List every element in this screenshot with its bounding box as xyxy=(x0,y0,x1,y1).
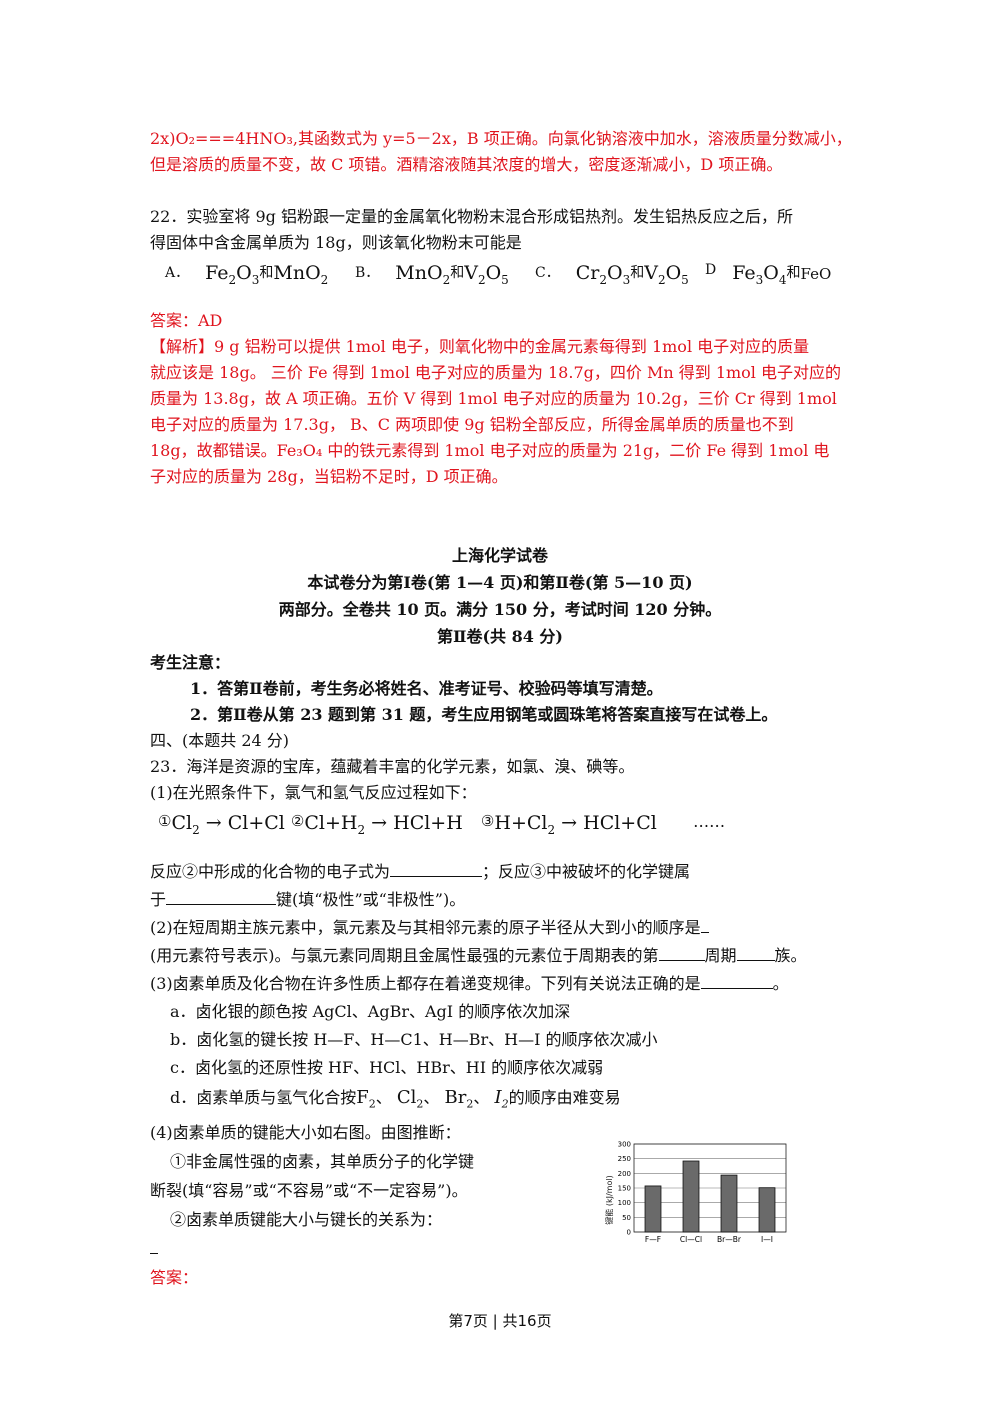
option-a: A．Fe2O3和MnO2 xyxy=(165,262,329,287)
option-c: c．卤化氢的还原性按 HF、HCl、HBr、HI 的顺序依次减弱 xyxy=(170,1058,604,1077)
answer-blank[interactable] xyxy=(150,1239,158,1254)
text-line: 周期 xyxy=(704,946,737,965)
chart-xtick-label: F—F xyxy=(645,1235,661,1244)
answer-blank[interactable] xyxy=(658,942,705,961)
text-line: 质量为 13.8g，故 A 项正确。五价 V 得到 1mol 电子对应的质量为 … xyxy=(150,389,837,408)
question-23-part1: (1)在光照条件下，氯气和氢气反应过程如下： xyxy=(150,783,477,802)
text-line: (3)卤素单质及化合物在许多性质上都存在着递变规律。下列有关说法正确的是 xyxy=(150,974,701,993)
option-c: C．Cr2O3和V2O5 xyxy=(535,262,689,287)
text-line: 电子对应的质量为 17.3g， B、C 两项即使 9g 铝粉全部反应，所得金属单… xyxy=(150,415,794,434)
text-line: 反应②中形成的化合物的电子式为 xyxy=(150,862,391,881)
text-line: 但是溶质的质量不变，故 C 项错。酒精溶液随其浓度的增大，密度逐渐减小，D 项正… xyxy=(150,155,783,174)
text-line: ；反应③中被破坏的化学键属 xyxy=(482,862,691,881)
answer-blank[interactable] xyxy=(700,970,773,989)
chart-xtick-label: I—I xyxy=(761,1235,773,1244)
option-label: C． xyxy=(535,265,560,281)
question-23-body: 反应②中形成的化合物的电子式为 ；反应③中被破坏的化学键属 于 键(填“极性”或“非… xyxy=(150,858,860,1119)
chart-ytick-label: 50 xyxy=(622,1214,631,1222)
answer-label: 答案： xyxy=(150,1268,199,1287)
option-b: b．卤化氢的键长按 H—F、H—C1、H—Br、H—I 的顺序依次减小 xyxy=(170,1030,658,1049)
chart-ytick-label: 200 xyxy=(618,1170,631,1178)
chart-ytick-label: 250 xyxy=(618,1155,631,1163)
answer-blank[interactable] xyxy=(700,914,709,933)
chart-ytick-label: 300 xyxy=(618,1141,631,1149)
section-heading: 四、(本题共 24 分) xyxy=(150,731,290,750)
option-a: a．卤化银的颜色按 AgCl、AgBr、AgI 的顺序依次加深 xyxy=(170,1002,571,1021)
chart-ytick-label: 100 xyxy=(618,1199,631,1207)
exam-notice: 考生注意： 1．答第Ⅱ卷前，考生务必将姓名、准考证号、校验码等填写清楚。 2．第… xyxy=(150,650,860,806)
chart-bar xyxy=(682,1160,700,1233)
exam-title-block: 上海化学试卷 本试卷分为第Ⅰ卷(第 1—4 页)和第Ⅱ卷(第 5—10 页) 两… xyxy=(150,542,850,650)
text-line: (4)卤素单质的键能大小如右图。由图推断： xyxy=(150,1123,461,1142)
chart-ytick-label: 150 xyxy=(618,1185,631,1193)
option-b: B．MnO2和V2O5 xyxy=(355,262,509,287)
option-label: D xyxy=(705,262,717,278)
answer-blank[interactable] xyxy=(166,886,277,905)
text-line: ①非金属性强的卤素，其单质分子的化学键 xyxy=(170,1152,475,1171)
chart-xtick-label: Cl—Cl xyxy=(680,1235,702,1244)
chart-plot-area xyxy=(633,1143,787,1233)
exam-part-title: 第Ⅱ卷(共 84 分) xyxy=(436,627,564,646)
question-23-part4: (4)卤素单质的键能大小如右图。由图推断： ①非金属性强的卤素，其单质分子的化学… xyxy=(150,1118,590,1292)
option-label: A． xyxy=(165,265,190,281)
exam-subtitle: 本试卷分为第Ⅰ卷(第 1—4 页)和第Ⅱ卷(第 5—10 页) xyxy=(307,573,693,592)
text-line: 18g，故都错误。Fe₃O₄ 中的铁元素得到 1mol 电子对应的质量为 21g… xyxy=(150,441,830,460)
text-line: 22．实验室将 9g 铝粉跟一定量的金属氧化物粉末混合形成铝热剂。发生铝热反应之… xyxy=(150,207,793,226)
text-line: (用元素符号表示)。与氯元素同周期且金属性最强的元素位于周期表的第 xyxy=(150,946,659,965)
text-line: 子对应的质量为 28g，当铝粉不足时，D 项正确。 xyxy=(150,467,508,486)
text-line: 。 xyxy=(772,974,789,993)
notice-item: 1．答第Ⅱ卷前，考生务必将姓名、准考证号、校验码等填写清楚。 xyxy=(190,679,663,698)
notice-item: 2．第Ⅱ卷从第 23 题到第 31 题，考生应用钢笔或圆珠笔将答案直接写在试卷上… xyxy=(190,705,778,724)
text-line: 2x)O₂===4HNO₃,其函数式为 y=5－2x，B 项正确。向氯化钠溶液中… xyxy=(150,129,852,148)
text-line: 于 xyxy=(150,890,167,909)
answer-blank[interactable] xyxy=(390,858,483,877)
text-line: ②卤素单质键能大小与键长的关系为： xyxy=(170,1210,443,1229)
question-22-answer-block: 答案：AD 【解析】9 g 铝粉可以提供 1mol 电子，则氧化物中的金属元素每… xyxy=(150,308,860,490)
answer-label: 答案：AD xyxy=(150,311,223,330)
option-label: B． xyxy=(355,265,380,281)
option-d: d．卤素单质与氢气化合按F2、 Cl2、 Br2、 I2的顺序由难变易 xyxy=(170,1087,621,1111)
text-line: (2)在短周期主族元素中，氯元素及与其相邻元素的原子半径从大到小的顺序是 xyxy=(150,918,701,937)
chart-ytick-label: 0 xyxy=(627,1229,631,1237)
reaction-equations: ①Cl2 → Cl+Cl ②Cl+H2 → HCl+H ③H+Cl2 → HCl… xyxy=(158,812,726,837)
chart-bar xyxy=(720,1174,738,1233)
question-22-stem: 22．实验室将 9g 铝粉跟一定量的金属氧化物粉末混合形成铝热剂。发生铝热反应之… xyxy=(150,204,860,256)
text-line: 得固体中含金属单质为 18g，则该氧化物粉末可能是 xyxy=(150,233,522,252)
bond-energy-chart: 0 50 100 150 200 250 300 F—F Cl—Cl Br—Br I—I 键能 (… xyxy=(600,1138,796,1250)
chart-bar xyxy=(644,1185,662,1233)
notice-title: 考生注意： xyxy=(150,653,231,672)
text-line: 就应该是 18g。 三价 Fe 得到 1mol 电子对应的质量为 18.7g，四… xyxy=(150,363,842,382)
intro-analysis: 2x)O₂===4HNO₃,其函数式为 y=5－2x，B 项正确。向氯化钠溶液中… xyxy=(150,126,860,178)
page-footer: 第7页 | 共16页 xyxy=(448,1312,552,1330)
text-line: 键(填“极性”或“非极性”)。 xyxy=(276,890,466,909)
chart-ylabel: 键能 (kJ/mol) xyxy=(604,1175,614,1224)
chart-bar xyxy=(758,1187,776,1233)
answer-blank[interactable] xyxy=(736,942,775,961)
exam-title: 上海化学试卷 xyxy=(451,546,548,565)
text-line: 【解析】9 g 铝粉可以提供 1mol 电子，则氧化物中的金属元素每得到 1mo… xyxy=(150,337,810,356)
exam-subtitle: 两部分。全卷共 10 页。满分 150 分，考试时间 120 分钟。 xyxy=(278,600,722,619)
text-line: 断裂(填“容易”或“不容易”或“不一定容易”)。 xyxy=(150,1181,468,1200)
text-line: 族。 xyxy=(774,946,807,965)
chart-xtick-label: Br—Br xyxy=(717,1235,742,1244)
question-23-stem: 23．海洋是资源的宝库，蕴藏着丰富的化学元素，如氯、溴、碘等。 xyxy=(150,757,635,776)
